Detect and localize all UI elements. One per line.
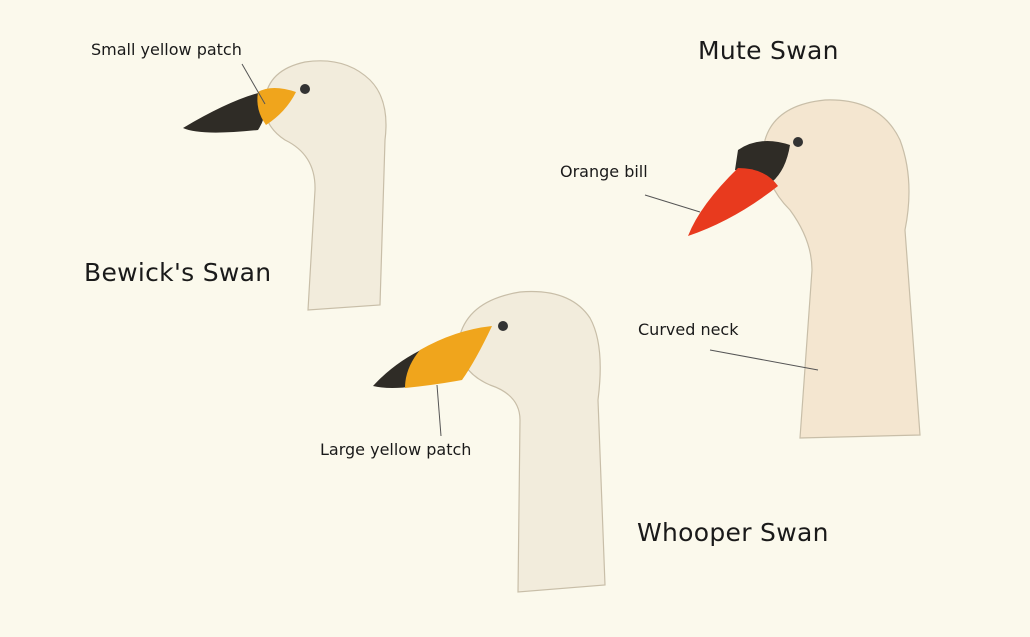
bewicks-swan-eye xyxy=(300,84,310,94)
whooper-swan-eye xyxy=(498,321,508,331)
orange-bill-label: Orange bill xyxy=(560,162,648,181)
mute-swan-eye xyxy=(793,137,803,147)
whooper-swan-title: Whooper Swan xyxy=(637,518,829,547)
mute-swan-drawing xyxy=(688,100,920,438)
mute-swan-orange-bill xyxy=(688,168,778,236)
large-patch-leader-line xyxy=(437,385,441,436)
orange-bill-leader-line xyxy=(645,195,700,212)
curved-neck-label: Curved neck xyxy=(638,320,739,339)
small-patch-label: Small yellow patch xyxy=(91,40,242,59)
mute-swan-title: Mute Swan xyxy=(698,36,839,65)
bewicks-swan-bill xyxy=(183,92,265,133)
bewicks-swan-title: Bewick's Swan xyxy=(84,258,271,287)
curved-neck-leader-line xyxy=(710,350,818,370)
large-patch-label: Large yellow patch xyxy=(320,440,471,459)
